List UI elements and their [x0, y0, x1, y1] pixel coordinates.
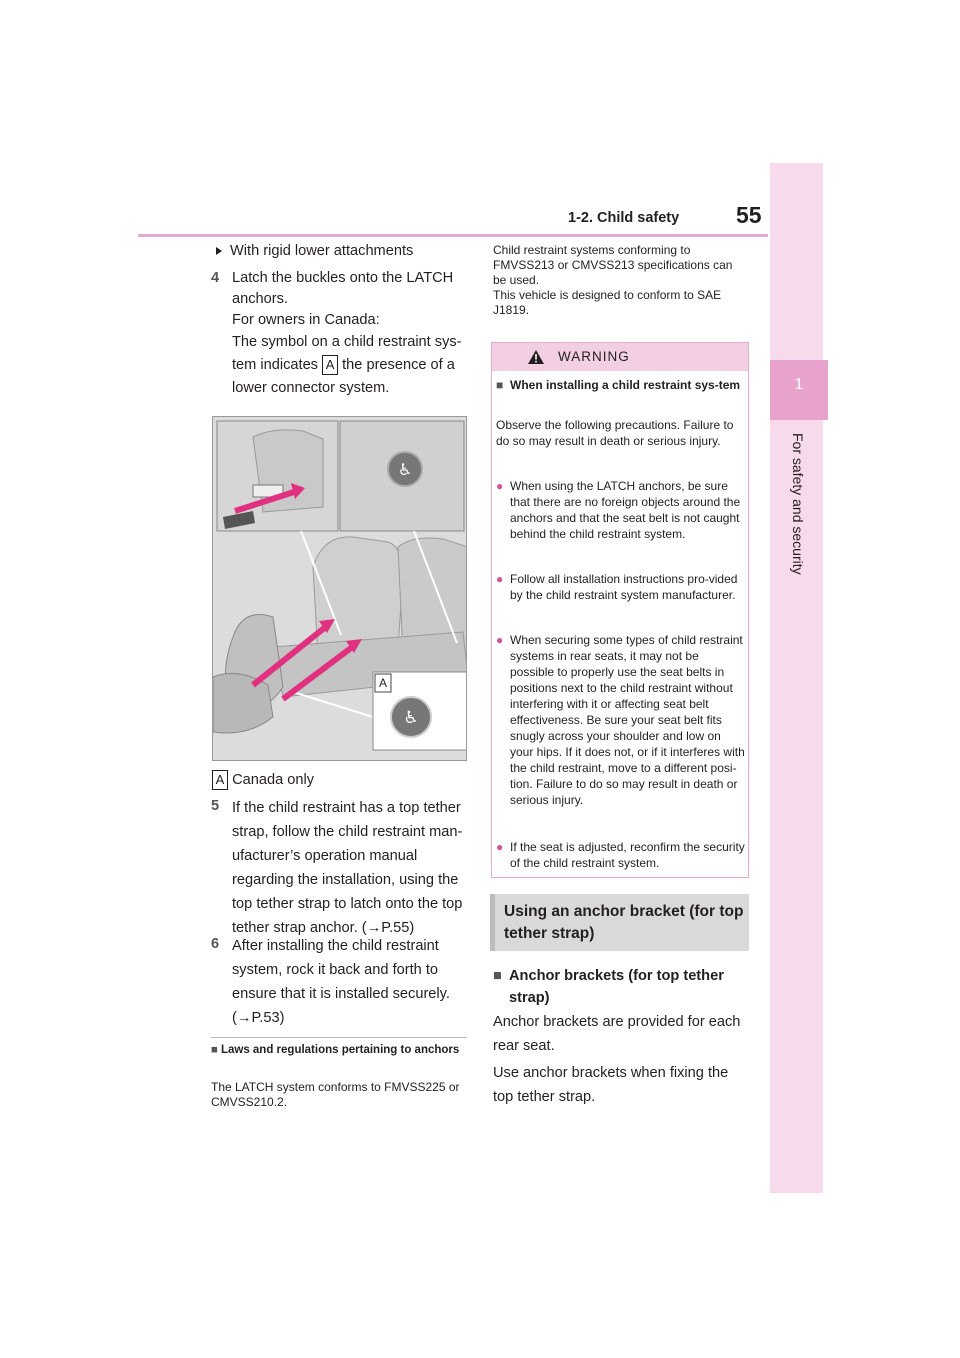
figure-callout-a: A — [379, 676, 388, 690]
chapter-number: 1 — [794, 376, 804, 393]
step-5-text: If the child restraint has a top tether … — [232, 800, 463, 936]
warning-box: WARNING ■When installing a child restrai… — [491, 342, 749, 878]
marker-a-box: A — [212, 770, 228, 790]
warning-header: WARNING — [492, 343, 748, 371]
section-divider — [211, 1037, 467, 1038]
warning-intro: Observe the following precautions. Failu… — [496, 418, 734, 448]
circle-bullet-icon: ● — [496, 633, 504, 647]
rear-seat-illustration: ♿ ♿ — [213, 417, 466, 760]
warning-triangle-icon — [528, 350, 544, 364]
laws-heading: ■Laws and regulations pertaining to anch… — [211, 1044, 460, 1056]
chapter-title-vertical: For safety and security — [788, 433, 808, 593]
section-heading-bar — [490, 894, 495, 951]
subheading-rigid-attachments: With rigid lower attachments — [216, 243, 413, 259]
section-heading-box: Using an anchor bracket (for top tether … — [490, 894, 749, 951]
circle-bullet-icon: ● — [496, 572, 504, 586]
canada-only-label: A Canada only — [212, 770, 314, 790]
step-number: 6 — [211, 936, 220, 952]
step-number: 5 — [211, 798, 220, 814]
square-bullet-icon: ■ — [496, 378, 504, 392]
svg-text:♿: ♿ — [398, 460, 412, 479]
square-bullet-icon: ■ — [211, 1044, 218, 1056]
step-number: 4 — [211, 270, 220, 286]
chapter-side-strip — [770, 163, 823, 1193]
chapter-title: For safety and security — [790, 433, 806, 575]
triangle-bullet-icon — [216, 247, 222, 256]
circle-bullet-icon: ● — [496, 479, 504, 493]
chapter-number-tab — [770, 360, 828, 420]
square-bullet-icon: ■ — [493, 968, 502, 984]
intro-text: Child restraint systems conforming to FM… — [493, 243, 733, 317]
anchor-paragraph-1: Anchor brackets are provided for each re… — [493, 1014, 741, 1054]
marker-a-box: A — [322, 355, 339, 376]
latch-anchor-illustration: ♿ ♿ A — [212, 416, 467, 761]
page-number: 55 — [736, 202, 762, 228]
section-heading: Using an anchor bracket (for top tether … — [504, 903, 744, 942]
circle-bullet-icon: ● — [496, 840, 504, 854]
laws-body: The LATCH system conforms to FMVSS225 or… — [211, 1080, 460, 1109]
step-6-text: After installing the child restraint sys… — [232, 938, 450, 1026]
anchor-paragraph-2: Use anchor brackets when fixing the top … — [493, 1065, 729, 1105]
header-rule — [138, 234, 768, 237]
warning-title: WARNING — [558, 349, 630, 364]
step-4-text: Latch the buckles onto the LATCH anchors… — [232, 270, 462, 396]
svg-text:♿: ♿ — [403, 708, 418, 728]
section-title: 1-2. Child safety — [568, 210, 680, 226]
